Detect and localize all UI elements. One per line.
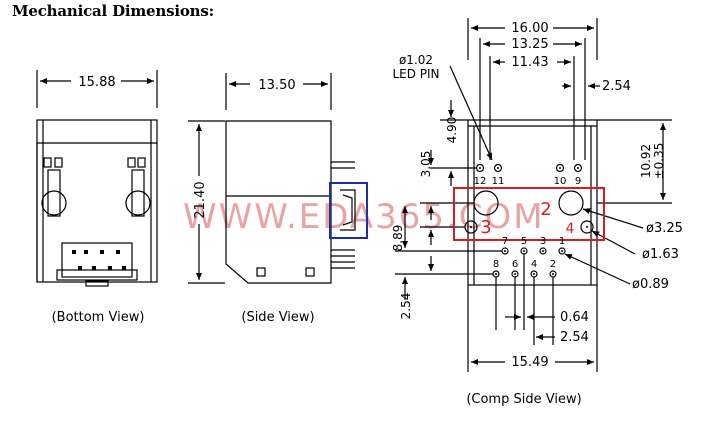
side-width-label: 13.50 — [258, 78, 295, 93]
side-height-label: 21.40 — [193, 181, 208, 218]
side-view-caption: (Side View) — [241, 310, 314, 325]
pin-numbers: 12 11 10 9 7 5 3 1 8 6 4 2 — [474, 176, 582, 270]
highlight-number-4: 4 — [566, 221, 575, 237]
pin-label-1: 1 — [559, 236, 565, 247]
pin-label-11: 11 — [492, 176, 505, 187]
led-span-label: 13.25 — [511, 37, 548, 52]
row-pitch-label: 2.54 — [560, 330, 589, 345]
row-gap-label: 3.05 — [419, 151, 433, 178]
watermark-text: WWW.EDA365.COM — [183, 197, 545, 237]
bottom-view — [36, 70, 158, 287]
pin-label-3: 3 — [540, 236, 546, 247]
side-view-highlight-box — [329, 182, 368, 239]
pin-label-5: 5 — [521, 236, 527, 247]
pin-label-8: 8 — [493, 259, 499, 270]
led-pin-label: LED PIN — [392, 67, 439, 81]
pin-label-6: 6 — [512, 259, 518, 270]
pin-height-label: 8.89 — [391, 225, 405, 252]
total-height-label: 10.92 — [639, 144, 653, 178]
led-inner-label: 11.43 — [511, 55, 548, 70]
pin-label-4: 4 — [531, 259, 537, 270]
pin-pitch-label: 0.64 — [560, 310, 589, 325]
led-height-label: 4.90 — [445, 117, 459, 144]
pin-label-2: 2 — [550, 259, 556, 270]
overall-width-label: 16.00 — [511, 21, 548, 36]
led-offset-label: 2.54 — [602, 79, 631, 94]
pin-label-7: 7 — [502, 236, 508, 247]
pin-label-10: 10 — [554, 176, 567, 187]
tolerance-label: ±0.35 — [652, 143, 666, 180]
bottom-width-comp-label: 15.49 — [511, 355, 548, 370]
bottom-gap-label: 2.54 — [399, 293, 413, 320]
pin-dia-label: ø0.89 — [632, 277, 669, 292]
highlight-number-3: 3 — [480, 217, 491, 238]
comp-view-highlight-box — [453, 187, 605, 241]
pin-label-9: 9 — [575, 176, 581, 187]
comp-view-caption: (Comp Side View) — [466, 392, 581, 407]
bottom-width-label: 15.88 — [78, 75, 115, 90]
pin-center-marks — [470, 167, 588, 275]
side-view — [188, 73, 356, 284]
mount-dia-label: ø3.25 — [646, 221, 683, 236]
page-title: Mechanical Dimensions: — [12, 2, 214, 20]
small-dia-label: ø1.63 — [642, 247, 679, 262]
comp-side-view — [395, 18, 672, 372]
pin-label-12: 12 — [474, 176, 487, 187]
led-pin-dia-label: ø1.02 — [399, 53, 433, 67]
highlight-number-2: 2 — [540, 199, 551, 220]
bottom-view-caption: (Bottom View) — [52, 310, 145, 325]
